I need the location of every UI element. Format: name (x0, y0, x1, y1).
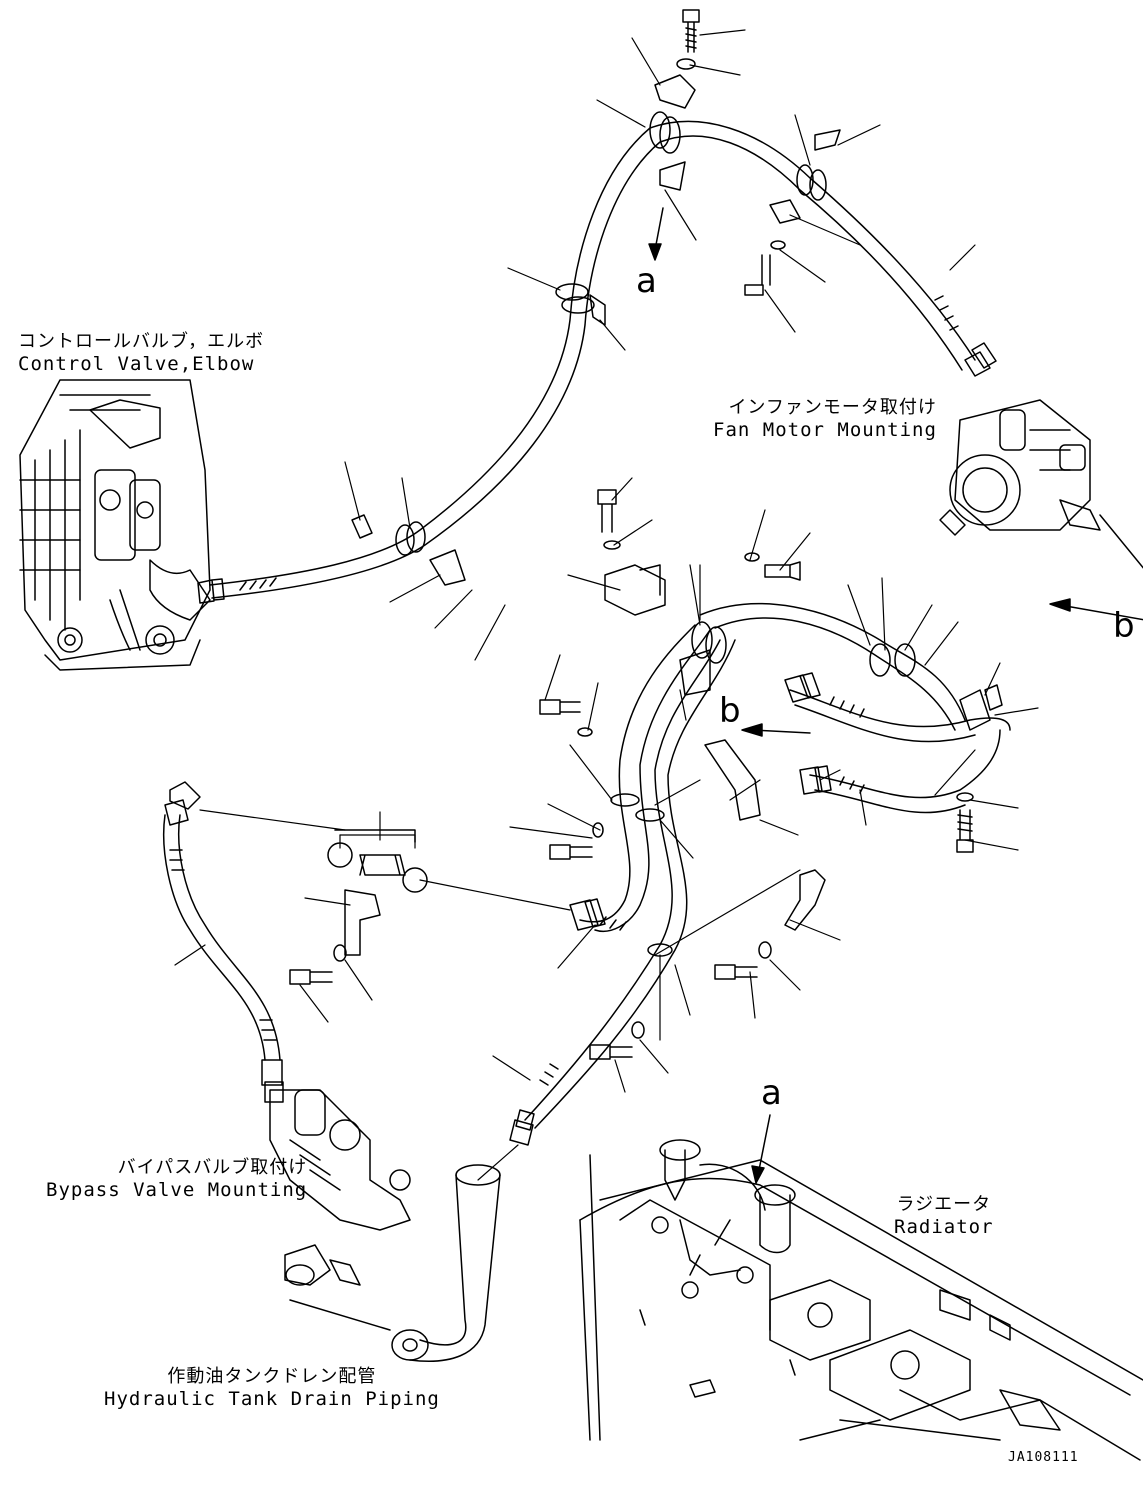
bypass-valve-label-jp: バイパスバルブ取付け (117, 1157, 308, 1178)
ref-mark-b-right: b (1113, 606, 1135, 646)
top-hardware (655, 10, 840, 295)
radiator-label-en: Radiator (894, 1216, 994, 1238)
hydraulic-tank-label: 作動油タンクドレン配管 Hydraulic Tank Drain Piping (104, 1366, 440, 1410)
bypass-valve (270, 1090, 410, 1230)
hydraulic-drain-piping (285, 1165, 500, 1361)
ref-mark-a-top: a (636, 261, 657, 301)
control-valve-label-en: Control Valve,Elbow (18, 353, 255, 375)
hydraulic-tank-label-en: Hydraulic Tank Drain Piping (104, 1388, 440, 1410)
fan-motor-label-en: Fan Motor Mounting (713, 419, 937, 441)
ref-arrow-a-top (649, 208, 663, 260)
control-valve-assembly (20, 380, 210, 670)
bypass-valve-label-en: Bypass Valve Mounting (46, 1179, 308, 1201)
bypass-valve-label: バイパスバルブ取付け Bypass Valve Mounting (46, 1157, 307, 1201)
middle-hardware (540, 490, 973, 1059)
ref-arrow-a-bottom (752, 1115, 770, 1183)
drawing-code: JA108111 (1008, 1450, 1079, 1465)
radiator-label: ラジエータ Radiator (894, 1194, 994, 1238)
radiator-label-jp: ラジエータ (896, 1194, 992, 1215)
middle-hose-bundle (510, 604, 1010, 1145)
fan-motor (940, 400, 1100, 535)
ref-arrow-b-mid (742, 724, 810, 736)
ref-mark-b-mid: b (719, 691, 741, 731)
upper-hose-clamps (352, 112, 826, 585)
control-valve-label: コントロールバルブ，エルボ Control Valve,Elbow (18, 331, 264, 375)
leader-lines (175, 30, 1038, 1180)
left-hose (164, 782, 427, 1102)
middle-clamps (611, 622, 1002, 956)
ref-mark-a-bottom: a (761, 1073, 782, 1113)
hydraulic-tank-label-jp: 作動油タンクドレン配管 (167, 1366, 377, 1387)
upper-hose (198, 121, 996, 603)
fan-motor-label-jp: インファンモータ取付け (728, 397, 937, 418)
control-valve-label-jp: コントロールバルブ，エルボ (18, 331, 265, 352)
ref-arrow-b-right (1050, 515, 1143, 620)
radiator-frame (580, 1140, 1143, 1460)
fan-motor-label: インファンモータ取付け Fan Motor Mounting (713, 397, 937, 441)
